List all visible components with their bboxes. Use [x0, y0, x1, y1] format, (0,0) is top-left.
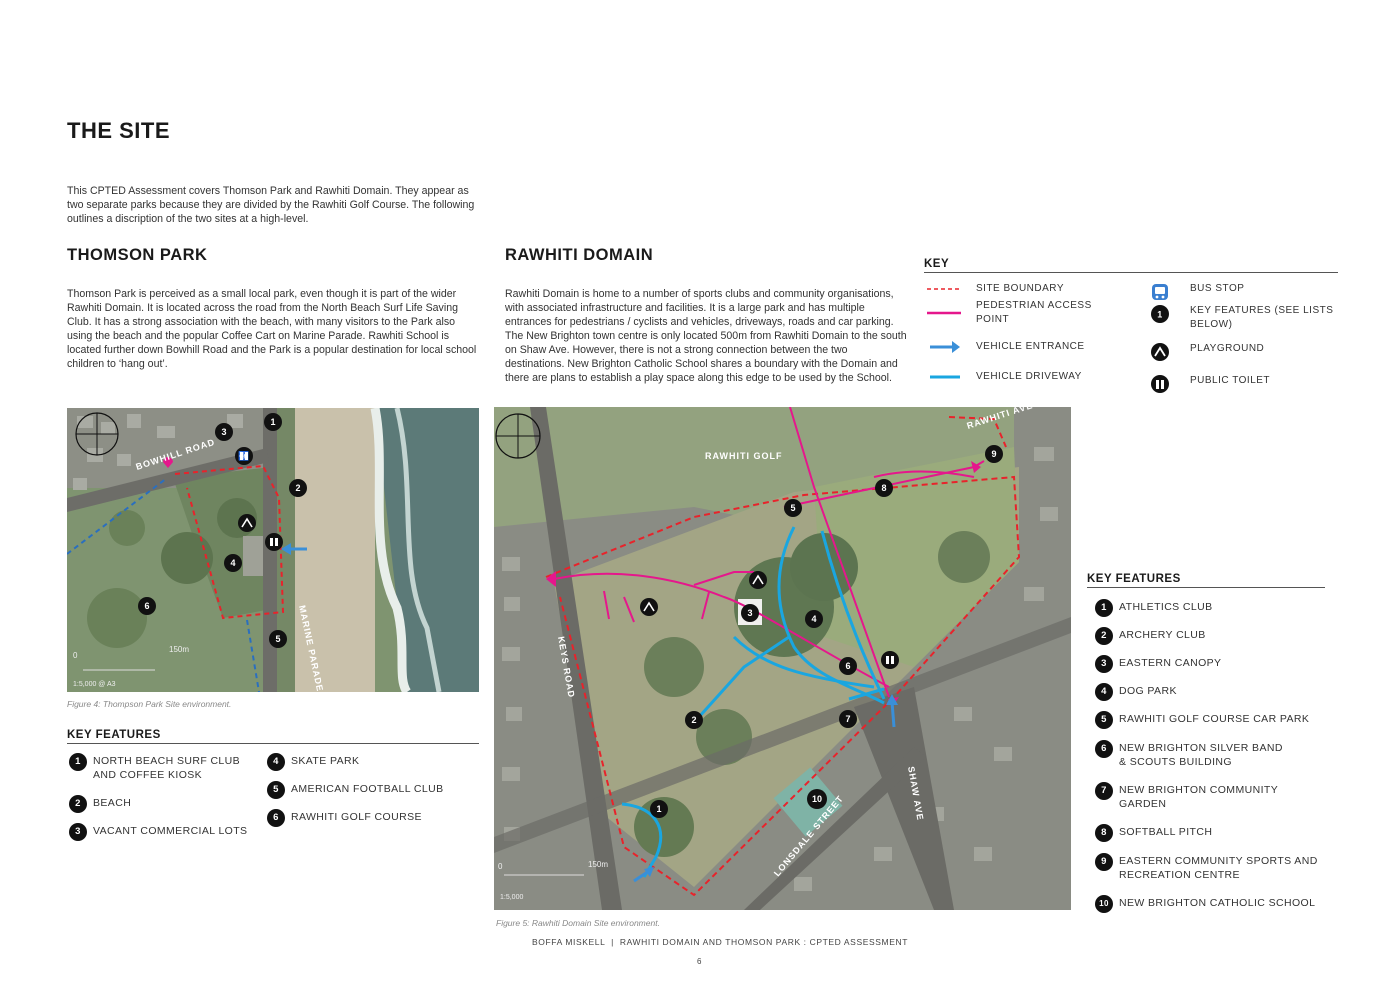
marker-1[interactable]: 1: [264, 413, 282, 431]
marker-5[interactable]: 5: [269, 630, 287, 648]
svg-text:1: 1: [270, 417, 275, 427]
svg-text:4: 4: [230, 558, 235, 568]
toilet-icon: 🚻: [235, 447, 253, 465]
playground-icon: [749, 571, 767, 589]
marker-8[interactable]: 8: [875, 479, 893, 497]
marker-3[interactable]: 3: [215, 423, 233, 441]
toilet-icon: [265, 533, 283, 551]
playground-icon: [640, 598, 658, 616]
toilet-icon: [1150, 374, 1170, 394]
number-marker-icon: 1: [1150, 304, 1170, 324]
key-bus-stop: BUS STOP: [1150, 282, 1244, 302]
key-vehicle-entrance: VEHICLE ENTRANCE: [926, 340, 1085, 354]
svg-text:6: 6: [144, 601, 149, 611]
map-scale-zero: 0: [498, 862, 503, 871]
thomson-caption: Figure 4: Thompson Park Site environment…: [67, 699, 232, 709]
svg-text:2: 2: [691, 715, 696, 725]
marker-6[interactable]: 6: [839, 657, 857, 675]
thomson-description: Thomson Park is perceived as a small loc…: [67, 288, 477, 370]
svg-text:8: 8: [881, 483, 886, 493]
dashed-red-line-icon: [926, 282, 962, 296]
svg-text:5: 5: [275, 634, 280, 644]
key-vehicle-driveway: VEHICLE DRIVEWAY: [926, 370, 1082, 384]
marker-4[interactable]: 4: [224, 554, 242, 572]
marker-2[interactable]: 2: [685, 711, 703, 729]
svg-text:3: 3: [747, 608, 752, 618]
toilet-icon: [881, 651, 899, 669]
marker-1[interactable]: 1: [650, 800, 668, 818]
marker-6[interactable]: 6: [138, 597, 156, 615]
footer-company: BOFFA MISKELL: [532, 937, 606, 947]
map-scale: 150m: [169, 645, 189, 654]
playground-icon: [1150, 342, 1170, 362]
footer-separator: |: [608, 937, 620, 947]
svg-text:4: 4: [811, 614, 816, 624]
page-title: THE SITE: [67, 118, 171, 143]
thomson-heading: THOMSON PARK: [67, 246, 208, 264]
rawhiti-description: Rawhiti Domain is home to a number of sp…: [505, 288, 907, 384]
marker-9[interactable]: 9: [985, 445, 1003, 463]
key-site-boundary: SITE BOUNDARY: [926, 282, 1064, 296]
footer: BOFFA MISKELL | RAWHITI DOMAIN AND THOMS…: [532, 937, 908, 947]
marker-2[interactable]: 2: [289, 479, 307, 497]
key-playground: PLAYGROUND: [1150, 342, 1264, 362]
cyan-line-icon: [926, 370, 962, 384]
page-number: 6: [697, 957, 702, 966]
thomson-park-map[interactable]: BOWHILL ROAD MARINE PARADE 0 150m 1:5,00…: [67, 408, 479, 692]
rawhiti-key-heading: KEY FEATURES: [1087, 573, 1325, 588]
svg-text:9: 9: [991, 449, 996, 459]
thomson-key-heading: KEY FEATURES: [67, 729, 479, 744]
rawhiti-caption: Figure 5: Rawhiti Domain Site environmen…: [496, 918, 660, 928]
key-public-toilet: PUBLIC TOILET: [1150, 374, 1270, 394]
bus-icon: [1150, 282, 1170, 302]
blue-arrow-icon: [926, 340, 962, 354]
key-pedestrian-access: PEDESTRIAN ACCESS POINT: [926, 299, 1092, 327]
playground-icon: [238, 514, 256, 532]
key-heading: KEY: [924, 258, 1338, 273]
map-ratio: 1:5,000 @ A3: [73, 681, 116, 688]
svg-text:5: 5: [790, 503, 795, 513]
magenta-line-icon: [926, 306, 962, 320]
marker-10[interactable]: 10: [807, 789, 827, 809]
map-scale-zero: 0: [73, 651, 78, 660]
map-label-golf: RAWHITI GOLF: [705, 451, 783, 461]
svg-text:6: 6: [845, 661, 850, 671]
svg-text:3: 3: [221, 427, 226, 437]
map-ratio: 1:5,000: [500, 894, 523, 901]
marker-4[interactable]: 4: [805, 610, 823, 628]
svg-text:10: 10: [812, 794, 822, 804]
svg-text:1: 1: [1157, 310, 1163, 320]
svg-text:7: 7: [845, 714, 850, 724]
svg-text:2: 2: [295, 483, 300, 493]
key-key-features: 1 KEY FEATURES (SEE LISTS BELOW): [1150, 304, 1333, 332]
svg-text:1: 1: [656, 804, 661, 814]
footer-document: RAWHITI DOMAIN AND THOMSON PARK : CPTED …: [619, 937, 909, 947]
marker-7[interactable]: 7: [839, 710, 857, 728]
rawhiti-domain-map[interactable]: RAWHITI GOLF RAWHITI AVE KEYS ROAD SHAW …: [494, 407, 1071, 910]
svg-text:🚻: 🚻: [238, 450, 249, 461]
marker-3[interactable]: 3: [741, 604, 759, 622]
rawhiti-heading: RAWHITI DOMAIN: [505, 246, 654, 264]
map-scale: 150m: [588, 860, 608, 869]
intro-paragraph: This CPTED Assessment covers Thomson Par…: [67, 185, 475, 225]
marker-5[interactable]: 5: [784, 499, 802, 517]
